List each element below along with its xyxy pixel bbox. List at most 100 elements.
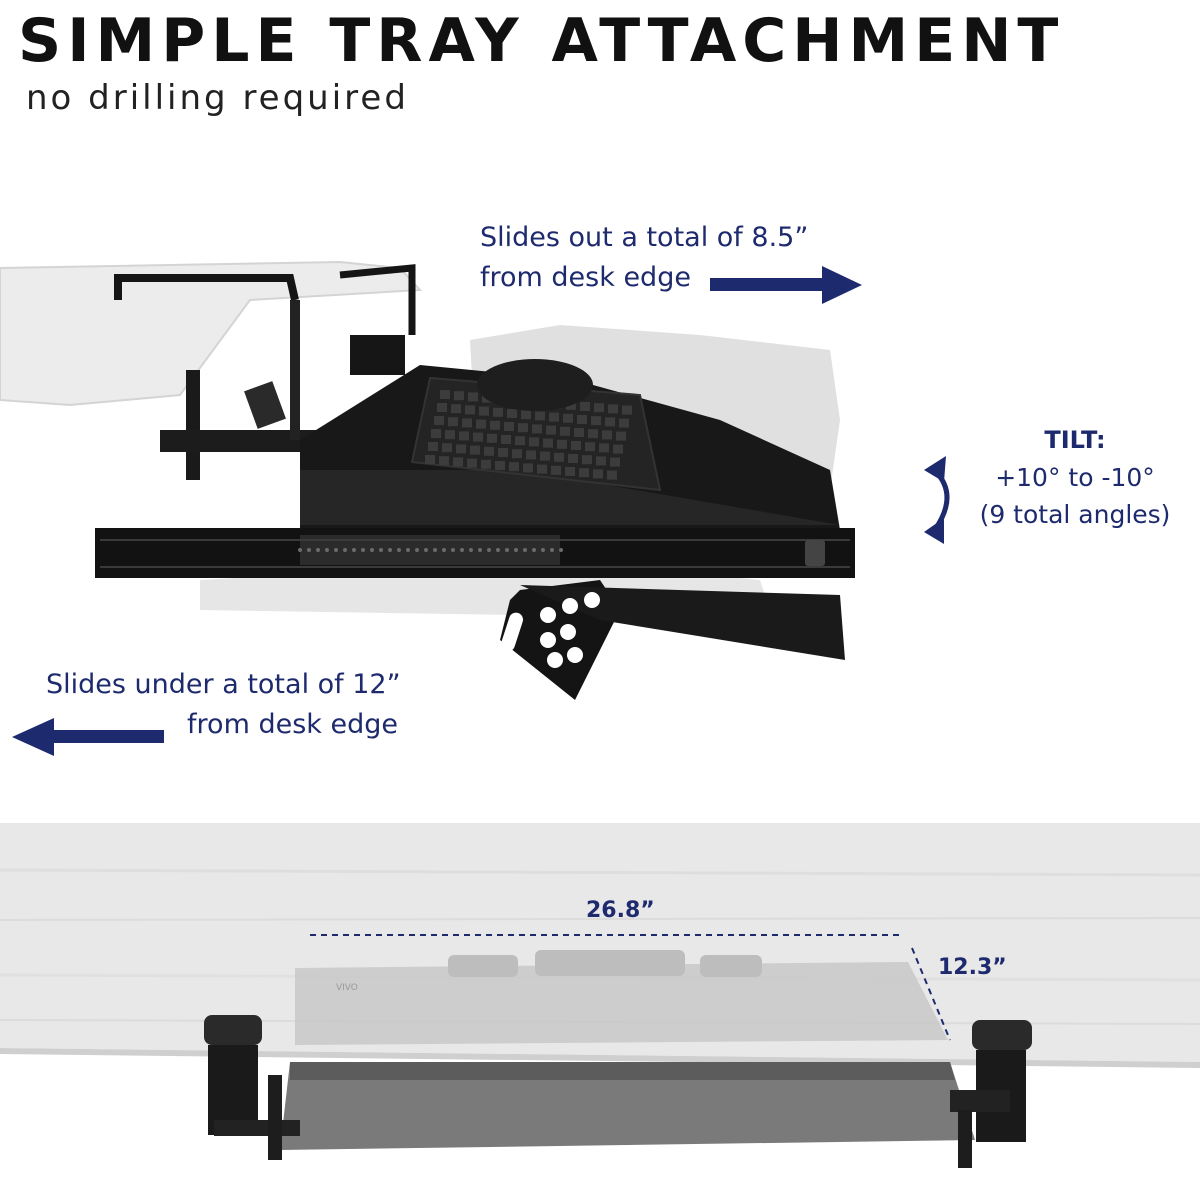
rail-rivet (397, 548, 401, 552)
arrow-right-icon (710, 266, 862, 304)
rail-rivet (370, 548, 374, 552)
keyboard-key (588, 429, 598, 439)
desk-top-slab (0, 260, 423, 407)
keyboard-key (610, 457, 620, 467)
rail-rivet (325, 548, 329, 552)
keyboard-key (560, 426, 570, 436)
keyboard-key (596, 456, 606, 466)
keyboard-key (468, 392, 478, 402)
keyboard-key (532, 424, 542, 434)
keyboard-key (448, 417, 458, 427)
keyboard-key (434, 416, 444, 425)
mouse (477, 359, 593, 411)
keyboard-key (607, 470, 617, 480)
keyboard-key (613, 444, 623, 454)
slide-out-line2: from desk edge (480, 262, 691, 293)
keyboard-key (487, 433, 497, 443)
keyboard-key (431, 429, 441, 438)
rail-rivet (406, 548, 410, 552)
tilt-hole (540, 632, 556, 648)
keyboard-key (571, 441, 581, 450)
keyboard-key (462, 418, 472, 428)
keyboard-key (507, 409, 517, 418)
keyboard-key (594, 403, 604, 413)
keyboard-key (467, 458, 477, 468)
rail-rivet (487, 548, 491, 552)
keyboard-key (568, 454, 578, 463)
slide-out-note: Slides out a total of 8.5” from desk edg… (480, 218, 808, 298)
keyboard-key (543, 438, 553, 448)
rail-rivet (514, 548, 518, 552)
keyboard-key (512, 449, 522, 459)
keyboard-key (580, 402, 590, 411)
rail-rivet (550, 548, 554, 552)
keyboard-key (577, 415, 587, 424)
rail-rivet (460, 548, 464, 552)
rail-rivet (505, 548, 509, 552)
keyboard-key (523, 463, 533, 473)
slide-under-line1: Slides under a total of 12” (46, 669, 401, 700)
keyboard-key (554, 452, 564, 462)
keyboard-key (591, 416, 601, 426)
keyboard-key (473, 432, 483, 442)
arrow-left-icon (12, 718, 164, 756)
rail-rivet (451, 548, 455, 552)
keyboard-key (537, 464, 547, 474)
rail-rivet (343, 548, 347, 552)
keyboard-key (579, 468, 589, 478)
rail-rivet (559, 548, 563, 552)
keyboard-key (563, 413, 573, 423)
keyboard-key (428, 442, 438, 451)
right-clamp (950, 1020, 1032, 1168)
rail-rivet (532, 548, 536, 552)
keyboard-key (451, 404, 461, 414)
rail-rivet (415, 548, 419, 552)
page-title: SIMPLE TRAY ATTACHMENT (18, 6, 1065, 76)
keyboard-key (459, 431, 469, 441)
slide-out-line1: Slides out a total of 8.5” (480, 222, 809, 253)
slide-under-note: Slides under a total of 12” from desk ed… (46, 665, 401, 745)
keyboard-key (608, 404, 618, 414)
rail-rivet (424, 548, 428, 552)
keyboard-key (509, 462, 519, 472)
tilt-angles: (9 total angles) (979, 500, 1171, 529)
tilt-hole (584, 592, 600, 608)
rail-rivet (478, 548, 482, 552)
tilt-note: TILT: +10° to -10° (9 total angles) (960, 422, 1190, 533)
keyboard-key (526, 450, 536, 460)
tilt-hole (562, 598, 578, 614)
rail-rivet (352, 548, 356, 552)
keyboard-key (582, 455, 592, 465)
tilt-hole (540, 607, 556, 623)
rail-rivet (442, 548, 446, 552)
keyboard-key (622, 405, 632, 415)
keyboard-key (490, 420, 500, 430)
keyboard-key (481, 459, 491, 469)
underdesk-tray (280, 950, 975, 1150)
tilt-hole (547, 652, 563, 668)
keyboard-key (453, 457, 463, 467)
keyboard-key (515, 436, 525, 446)
keyboard-key (504, 422, 514, 431)
keyboard-key (574, 428, 584, 437)
keyboard-key (535, 411, 545, 421)
keyboard-key (529, 437, 539, 447)
keyboard-key (549, 412, 559, 422)
rail-rivet (316, 548, 320, 552)
tilt-range: +10° to -10° (995, 463, 1155, 492)
tilt-arrow-icon (924, 456, 950, 544)
keyboard-key (521, 410, 531, 420)
keyboard-key (540, 451, 550, 461)
slide-under-line2: from desk edge (187, 709, 398, 740)
keyboard-key (470, 445, 480, 455)
rail-rivet (541, 548, 545, 552)
rail-rivet (469, 548, 473, 552)
keyboard-key (442, 443, 452, 453)
keyboard-key (425, 455, 435, 464)
dimension-lines (310, 934, 951, 1041)
keyboard-key (585, 442, 595, 452)
keyboard-key (479, 406, 489, 416)
keyboard-key (593, 469, 603, 479)
keyboard-key (546, 425, 556, 435)
